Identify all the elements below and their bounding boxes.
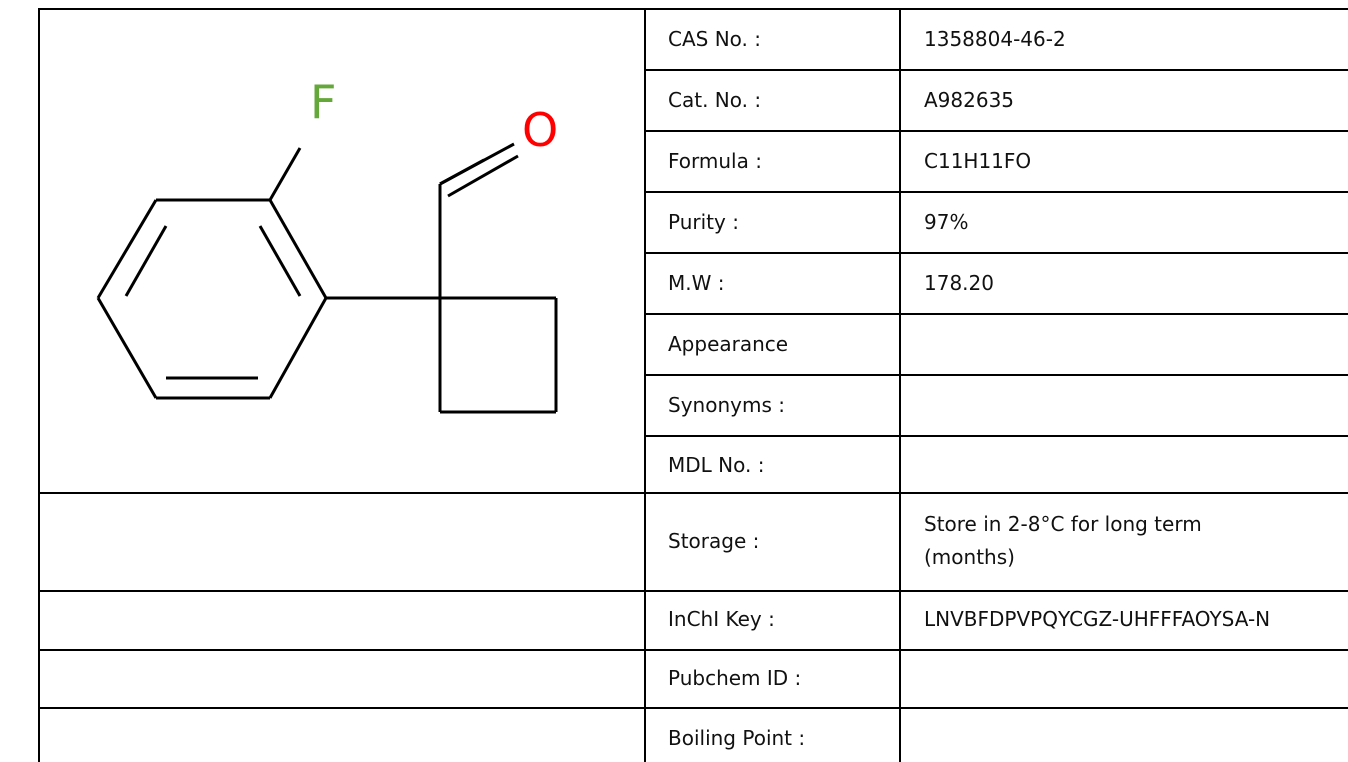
label-synonyms: Synonyms : [668, 393, 785, 417]
label-appearance: Appearance [668, 332, 789, 356]
row-divider-3 [645, 191, 1348, 193]
value-storage-line-2: (months) [924, 545, 1015, 569]
bond-ring-6 [96, 199, 158, 299]
label-boiling-point: Boiling Point : [668, 726, 806, 750]
fluorine-atom-label: F [310, 75, 336, 129]
row-divider-4 [645, 252, 1348, 254]
row-divider-7 [645, 435, 1348, 437]
row-divider-8 [38, 492, 1348, 494]
bond-carbonyl-2 [447, 154, 519, 198]
bond-ring-3 [268, 297, 328, 399]
label-cas-number: CAS No. : [668, 27, 761, 51]
bond-carbon-fluorine [268, 147, 302, 201]
row-divider-10 [38, 649, 1348, 651]
label-catalog-number: Cat. No. : [668, 88, 762, 112]
chemical-structure-image: F O [96, 75, 558, 414]
bond-ring-2 [268, 199, 328, 299]
value-inchi-key: LNVBFDPVPQYCGZ-UHFFFAOYSA-N [924, 607, 1271, 631]
value-molecular-weight: 178.20 [924, 271, 994, 295]
value-cas-number: 1358804-46-2 [924, 27, 1066, 51]
row-divider-2 [645, 130, 1348, 132]
label-molecular-weight: M.W : [668, 271, 725, 295]
outer-top-border [38, 8, 1348, 10]
value-formula: C11H11FO [924, 149, 1032, 173]
label-inchi-key: InChI Key : [668, 607, 775, 631]
outer-left-border [38, 8, 40, 762]
row-divider-1 [645, 69, 1348, 71]
row-divider-5 [645, 313, 1348, 315]
value-purity: 97% [924, 210, 969, 234]
value-storage-line-1: Store in 2-8°C for long term [924, 512, 1202, 536]
label-pubchem-id: Pubchem ID : [668, 666, 802, 690]
bond-carbonyl-1 [439, 142, 515, 186]
structure-bonds [96, 142, 558, 414]
value-catalog-number: A982635 [924, 88, 1015, 112]
value-column-left-border [899, 8, 901, 762]
bond-ring-inner-1 [124, 225, 168, 297]
label-purity: Purity : [668, 210, 739, 234]
bond-ring-5 [96, 297, 158, 399]
row-divider-6 [645, 374, 1348, 376]
label-column-left-border [644, 8, 646, 762]
row-divider-9 [38, 590, 1348, 592]
row-divider-11 [38, 707, 1348, 709]
oxygen-atom-label: O [522, 103, 558, 157]
label-mdl-number: MDL No. : [668, 453, 765, 477]
bond-ring-inner-2 [258, 225, 302, 297]
label-formula: Formula : [668, 149, 762, 173]
label-storage: Storage : [668, 529, 760, 553]
